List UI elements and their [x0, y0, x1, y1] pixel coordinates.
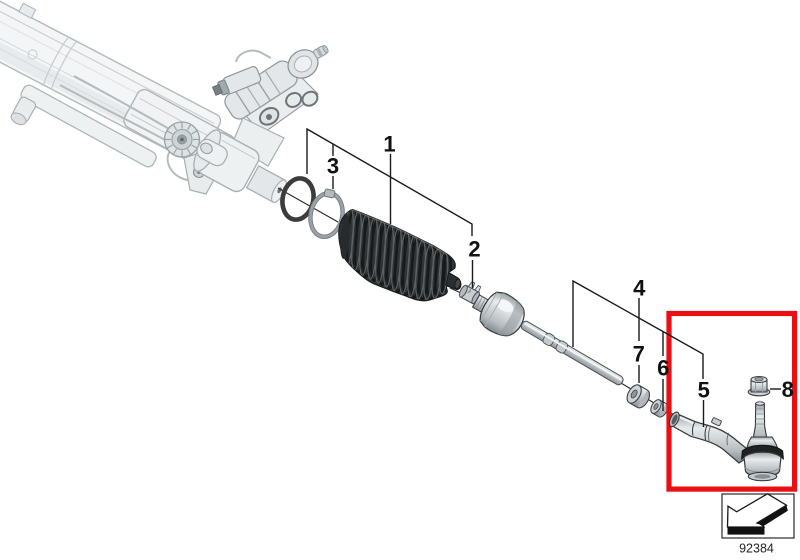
svg-text:8: 8 [782, 377, 794, 402]
svg-text:5: 5 [698, 378, 710, 403]
svg-text:4: 4 [633, 276, 646, 301]
svg-text:3: 3 [327, 154, 339, 179]
svg-text:7: 7 [633, 342, 645, 367]
svg-text:6: 6 [657, 356, 669, 381]
svg-text:92384: 92384 [739, 542, 774, 556]
svg-text:1: 1 [383, 132, 395, 157]
svg-text:2: 2 [468, 237, 480, 262]
